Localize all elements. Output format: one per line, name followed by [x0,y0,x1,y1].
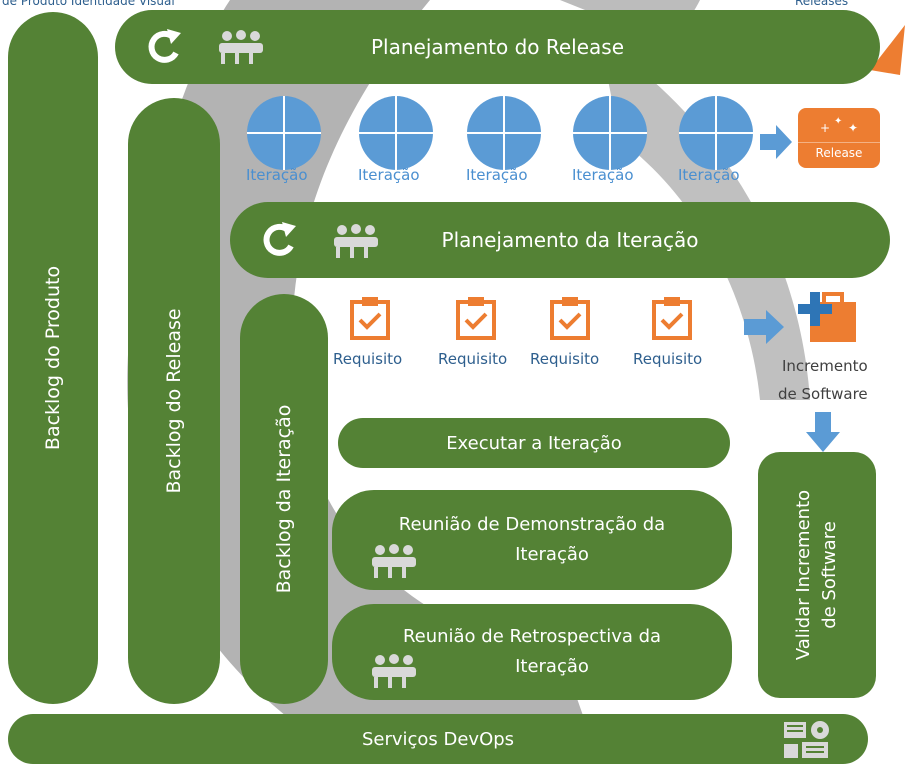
refresh-icon [263,222,296,256]
refresh-icon [148,29,181,63]
requirement-caption: Requisito [633,350,703,368]
iteration-backlog-label: Backlog da Iteração [273,404,295,594]
demo-meeting-line2: Iteração [515,544,589,565]
retro-meeting-bar[interactable]: Reunião de Retrospectiva da Iteração [332,604,732,700]
arrow-right-icon [744,310,784,344]
svg-text:✦: ✦ [848,121,858,135]
iteration-circle-icon [679,96,753,170]
iteration-caption: Iteração [678,166,740,184]
release-backlog-column[interactable]: Backlog do Release [128,98,220,704]
validate-line1: Validar Incremento [793,489,814,661]
iteration-circle-icon [247,96,321,170]
product-backlog-label: Backlog do Produto [42,265,64,451]
release-planning-label: Planejamento do Release [371,35,624,59]
svg-text:✦: ✦ [834,116,842,127]
retro-meeting-line1: Reunião de Retrospectiva da [402,626,662,647]
meeting-people-icon [372,654,416,688]
sparkle-icon: + ✦ ✦ [820,116,858,135]
iteration-backlog-column[interactable]: Backlog da Iteração [240,294,328,704]
top-left-cut-text: de Produto Identidade Visual [2,0,175,8]
clipboard-check-icon [652,297,692,340]
top-right-cut-text: Releases [795,0,849,8]
validate-line2: de Software [819,521,840,629]
iteration-caption: Iteração [572,166,634,184]
demo-meeting-bar[interactable]: Reunião de Demonstração da Iteração [332,490,732,590]
validate-increment-box[interactable]: Validar Incremento de Software [758,452,876,698]
iteration-planning-bar[interactable]: Planejamento da Iteração [230,202,890,278]
demo-meeting-line1: Reunião de Demonstração da [398,514,666,535]
requirement-caption: Requisito [438,350,508,368]
iteration-circle-icon [359,96,433,170]
software-package-icon [798,292,856,342]
devops-bar[interactable]: Serviços DevOps [8,714,868,764]
release-badge-label: Release [815,146,863,160]
release-badge: + ✦ ✦ Release [798,108,880,168]
svg-text:+: + [820,121,830,135]
release-backlog-label: Backlog do Release [163,308,185,494]
requirement-caption: Requisito [530,350,600,368]
devops-server-icon [784,721,829,758]
arrow-right-icon [760,125,792,159]
clipboard-check-icon [350,297,390,340]
iteration-caption: Iteração [466,166,528,184]
increment-caption-line1: Incremento [782,357,868,375]
clipboard-check-icon [550,297,590,340]
iteration-circle-icon [573,96,647,170]
increment-caption-line2: de Software [778,385,868,403]
meeting-people-icon [334,224,378,258]
iteration-caption: Iteração [358,166,420,184]
meeting-people-icon [372,544,416,578]
iteration-circle-icon [467,96,541,170]
iteration-caption: Iteração [246,166,308,184]
meeting-people-icon [219,30,263,64]
clipboard-check-icon [456,297,496,340]
devops-label: Serviços DevOps [361,728,515,750]
requirement-caption: Requisito [333,350,403,368]
execute-iteration-bar[interactable]: Executar a Iteração [338,418,730,468]
execute-iteration-label: Executar a Iteração [446,432,622,454]
iteration-planning-label: Planejamento da Iteração [441,228,699,252]
product-backlog-column[interactable]: Backlog do Produto [8,12,98,704]
retro-meeting-line2: Iteração [515,656,589,677]
arrow-down-icon [806,412,840,452]
orange-arrow-icon [870,25,905,75]
